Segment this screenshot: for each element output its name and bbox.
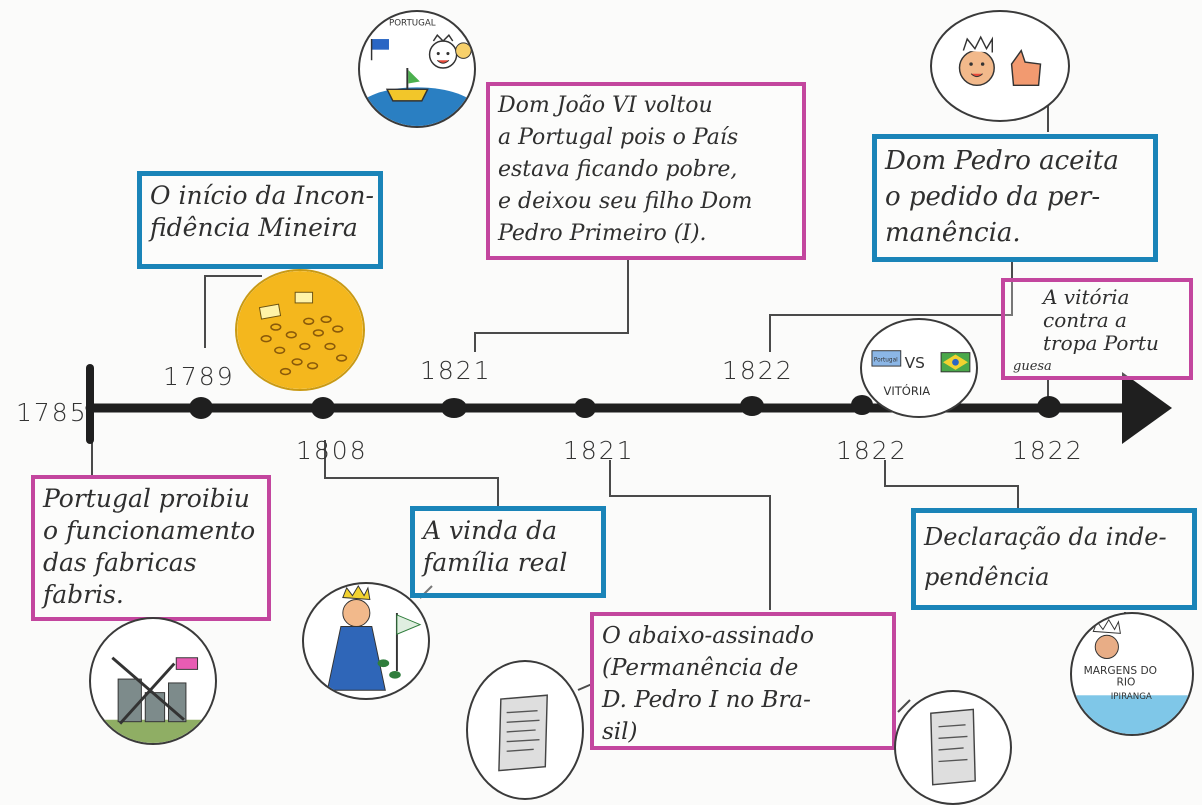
connector-independencia: [884, 460, 1019, 508]
ipiranga-drawing: MARGENS DO RIO IPIRANGA: [1070, 612, 1194, 736]
event-vitoria: A vitória contra a tropa Portu guesa: [1001, 278, 1193, 380]
rio-label: RIO: [1117, 676, 1136, 689]
document-drawing-left: [466, 660, 584, 800]
coins-drawing: [235, 269, 365, 391]
event-abaixo-assinado: O abaixo-assinado (Permanência de D. Ped…: [590, 612, 896, 750]
year-above: 1789: [163, 362, 235, 391]
connector-abaixo: [609, 460, 771, 610]
connector-familia: [324, 440, 499, 506]
ship-drawing: PORTUGAL: [358, 10, 476, 128]
document-drawing-right: [894, 690, 1012, 805]
year-below: 1808: [296, 436, 368, 465]
event-independencia: Declaração da inde- pendência: [911, 508, 1197, 610]
timeline-arrowhead: [1122, 372, 1172, 444]
margens-label: MARGENS DO: [1084, 664, 1157, 677]
vs-vitoria-drawing: Portugal VS VITÓRIA: [860, 318, 978, 418]
event-permanencia: Dom Pedro aceita o pedido da per- manênc…: [872, 134, 1158, 262]
timeline-dot: [851, 395, 873, 415]
timeline-dot: [441, 398, 467, 418]
event-fabricas: Portugal proibiu o funcionamento das fab…: [31, 475, 271, 621]
connector-dom-joao: [474, 260, 629, 352]
event-inconfidencia: O início da Incon- fidência Mineira: [137, 171, 383, 269]
connector-inconfidencia: [204, 275, 262, 348]
timeline-dot: [740, 396, 764, 416]
year-start: 1785: [16, 398, 88, 427]
year-above: 1822: [722, 356, 794, 385]
year-below: 1822: [836, 436, 908, 465]
portugal-flag-label: Portugal: [874, 357, 898, 363]
ipiranga-label: IPIRANGA: [1111, 692, 1152, 702]
connector-permanencia: [769, 262, 1013, 352]
vs-label: VS: [905, 354, 925, 372]
crown-thumbs-up-drawing: [930, 10, 1070, 122]
event-familia-real: A vinda da família real: [410, 506, 606, 598]
timeline-dot: [1037, 396, 1061, 418]
year-above: 1821: [420, 356, 492, 385]
factory-drawing: [89, 617, 217, 745]
year-below: 1821: [563, 436, 635, 465]
timeline-dot: [311, 397, 335, 419]
vitoria-label: VITÓRIA: [883, 383, 930, 398]
year-below: 1822: [1012, 436, 1084, 465]
timeline-dot: [574, 398, 596, 418]
royal-family-drawing: [302, 582, 430, 700]
ship-label: PORTUGAL: [389, 19, 436, 29]
event-dom-joao: Dom João VI voltou a Portugal pois o Paí…: [486, 82, 806, 260]
timeline-dot: [189, 397, 213, 419]
